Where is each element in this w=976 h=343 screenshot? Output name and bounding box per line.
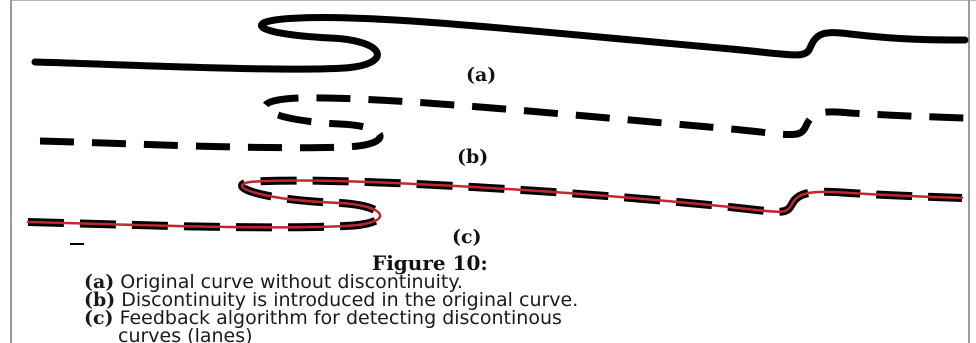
figure-title: Figure 10: [372, 251, 488, 275]
caption-tag-c: (c) [84, 307, 114, 329]
caption-text-c: Feedback algorithm for detecting discont… [119, 307, 562, 329]
caption-tag-b: (b) [84, 289, 116, 311]
caption-line-c: (c)Feedback algorithm for detecting disc… [84, 307, 964, 329]
curve-b-discontinuous [39, 94, 966, 152]
caption-line-b: (b)Discontinuity is introduced in the or… [84, 289, 964, 311]
caption-text-b: Discontinuity is introduced in the origi… [121, 289, 579, 311]
caption-text-c-cont: curves (lanes) [118, 325, 253, 343]
frame-top-border [10, 0, 976, 1]
panel-label-b: (b) [457, 146, 489, 168]
caption-line-c-cont: curves (lanes) [84, 327, 964, 343]
panel-label-c: (c) [452, 226, 482, 248]
panel-label-a: (a) [466, 64, 497, 86]
frame-left-border [10, 0, 12, 343]
caption-text-a: Original curve without discontinuity. [120, 271, 463, 293]
curve-a-original [31, 13, 969, 73]
caption-tag-a: (a) [84, 271, 115, 293]
figure-caption: (a)Original curve without discontinuity.… [84, 273, 964, 343]
frame-right-border [968, 0, 970, 343]
curve-c-detected-fit [26, 179, 964, 229]
caption-line-a: (a)Original curve without discontinuity. [84, 271, 964, 293]
